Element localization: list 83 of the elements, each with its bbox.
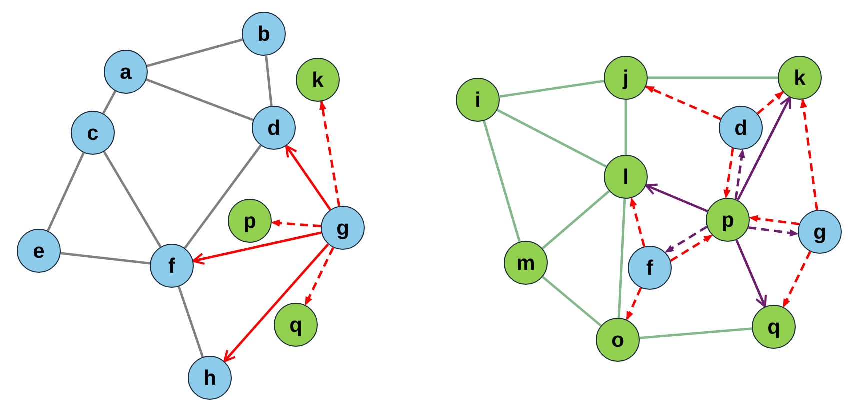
graph-node-circle [104, 50, 148, 94]
graph-node-circle [252, 106, 296, 150]
arrow [736, 96, 792, 201]
arrow [271, 220, 322, 228]
arrow [224, 244, 330, 363]
graph-node-circle [604, 56, 648, 100]
arrow [782, 251, 812, 308]
connector-line [624, 100, 628, 155]
connector-line [103, 151, 162, 248]
node-label: m [516, 252, 536, 274]
arrow [304, 247, 334, 306]
node-label: d [268, 118, 280, 138]
connector-line [178, 286, 204, 358]
node-label: h [204, 368, 216, 388]
arrow [630, 197, 646, 248]
arrow [645, 184, 708, 213]
arrow [192, 232, 322, 266]
node-label: k [312, 70, 324, 90]
graph-node-circle [596, 318, 640, 362]
node-label: f [168, 256, 176, 276]
graph-node-circle [628, 246, 672, 290]
graph-node-circle [188, 356, 232, 400]
arrow [645, 86, 722, 120]
connector-line [102, 90, 117, 114]
node-label: j [623, 68, 629, 88]
graph-node-circle [71, 111, 115, 155]
node-label: d [734, 118, 748, 138]
arrow [757, 91, 784, 115]
graph-node-circle [706, 198, 750, 242]
node-label: l [623, 166, 629, 188]
node-label: a [120, 62, 132, 82]
connector-line [146, 38, 244, 68]
connector-line [500, 80, 604, 98]
arrow [800, 98, 818, 210]
node-label: q [290, 314, 302, 336]
arrow [734, 149, 746, 200]
connector-line [542, 190, 610, 250]
graph-node-circle [242, 12, 286, 56]
node-label: g [336, 218, 350, 238]
connector-line [146, 78, 254, 122]
graph-node-circle [504, 241, 548, 285]
connector-line [483, 120, 521, 242]
node-label: i [475, 90, 481, 110]
connector-line [60, 252, 150, 265]
connector-line [640, 328, 752, 340]
connector-line [496, 109, 608, 168]
graph-node-circle [719, 106, 763, 150]
connector-line [618, 198, 626, 318]
graph-node-circle [778, 56, 822, 100]
graph-node-circle [228, 199, 272, 243]
connector-line [542, 276, 602, 327]
connector-line [184, 144, 262, 250]
node-label: b [258, 24, 270, 44]
node-label: c [87, 122, 99, 144]
graph-node-circle [798, 210, 842, 254]
graph-node-circle [274, 303, 318, 347]
arrow [736, 240, 768, 308]
arrow [748, 226, 799, 237]
arrow [664, 226, 708, 254]
arrow [285, 145, 332, 211]
arrow [670, 234, 714, 262]
connector-line [47, 152, 85, 232]
graph-node-circle [456, 78, 500, 122]
graph-node-circle [752, 305, 796, 349]
node-label: f [646, 258, 654, 278]
graph-node-circle [17, 229, 61, 273]
node-label: g [814, 222, 826, 242]
connector-line [648, 76, 778, 80]
node-label: p [722, 210, 734, 230]
connector-line [265, 56, 273, 106]
node-label: k [794, 68, 806, 88]
arrow [626, 288, 642, 321]
node-label: q [768, 316, 780, 338]
graph-node-circle [321, 206, 365, 250]
arrow [749, 215, 800, 226]
arrow [319, 100, 341, 206]
graph-node-circle [150, 244, 194, 288]
graph-node-circle [296, 58, 340, 102]
node-label: o [612, 330, 624, 350]
arrow [724, 148, 734, 199]
node-label: p [244, 210, 256, 232]
node-label: e [33, 240, 45, 262]
graph-node-circle [604, 155, 648, 199]
